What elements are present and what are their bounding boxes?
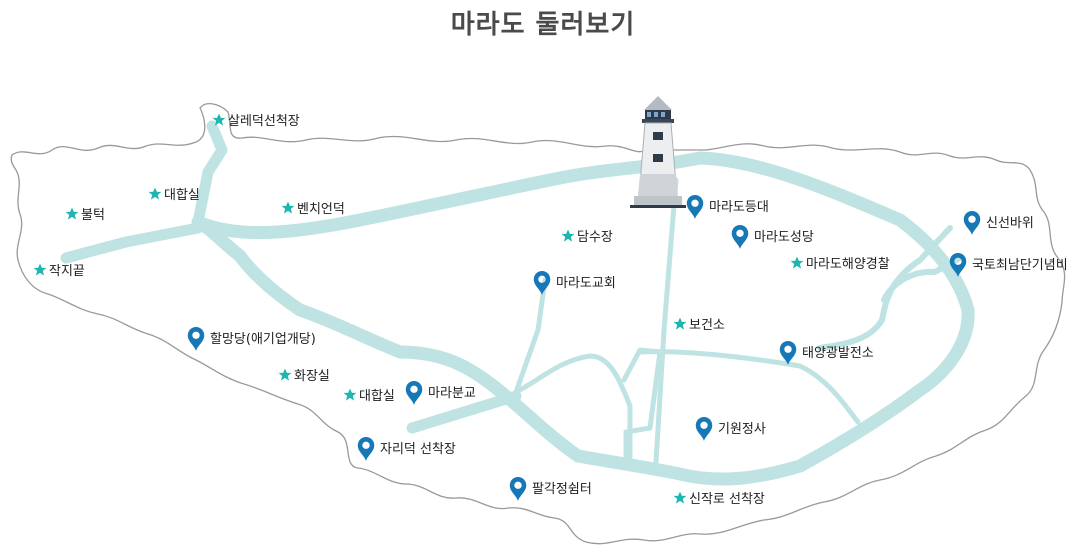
place-label: 살레덕선척장	[228, 114, 300, 129]
place-4[interactable]: 작지끝	[33, 263, 85, 279]
road-church	[513, 277, 548, 395]
place-12[interactable]: 마라도성당	[731, 225, 814, 249]
place-label: 마라분교	[428, 386, 476, 401]
place-18[interactable]: 마라분교	[405, 381, 476, 405]
place-label: 신선바위	[986, 216, 1034, 231]
place-label: 벤치언덕	[297, 202, 345, 217]
map-title: 마라도 둘러보기	[450, 10, 636, 40]
place-7[interactable]: 보건소	[673, 317, 725, 333]
road-small-loop	[621, 347, 663, 463]
road-east-branch2	[881, 255, 963, 303]
place-11[interactable]: 마라도등대	[686, 195, 769, 219]
place-5[interactable]: 담수장	[561, 229, 613, 245]
place-2[interactable]: 불턱	[65, 207, 105, 223]
place-0[interactable]: 살레덕선척장	[212, 113, 300, 129]
place-9[interactable]: 대합실	[343, 388, 395, 404]
road-east-branch1	[817, 225, 953, 351]
place-label: 자리덕 선착장	[380, 442, 456, 457]
place-1[interactable]: 대합실	[148, 187, 200, 203]
road-north-spur	[192, 120, 228, 228]
place-label: 기원정사	[718, 422, 766, 437]
road-mid-loop	[513, 353, 633, 463]
place-19[interactable]: 기원정사	[695, 417, 766, 441]
place-label: 마라도성당	[754, 230, 814, 245]
place-label: 할망당(애기업개당)	[210, 332, 316, 347]
place-label: 대합실	[359, 389, 395, 404]
place-label: 보건소	[689, 318, 725, 333]
place-label: 태양광발전소	[802, 346, 874, 361]
place-label: 팔각정쉼터	[532, 482, 592, 497]
place-label: 국토최남단기념비	[972, 258, 1068, 273]
road-main-north	[191, 151, 975, 486]
road-mid-east	[637, 349, 861, 425]
place-label: 작지끝	[49, 264, 85, 279]
place-15[interactable]: 마라도교회	[533, 271, 616, 295]
place-17[interactable]: 태양광발전소	[779, 341, 874, 365]
place-3[interactable]: 벤치언덕	[281, 201, 345, 217]
place-16[interactable]: 할망당(애기업개당)	[187, 327, 316, 351]
place-label: 신작로 선착장	[689, 492, 765, 507]
place-21[interactable]: 팔각정쉼터	[509, 477, 592, 501]
place-20[interactable]: 자리덕 선착장	[357, 437, 456, 461]
place-label: 담수장	[577, 230, 613, 245]
roads	[60, 120, 975, 486]
place-label: 마라도해양경찰	[806, 257, 890, 272]
place-label: 마라도등대	[709, 200, 769, 215]
place-label: 불턱	[81, 208, 105, 223]
road-center-north	[653, 177, 679, 465]
place-label: 마라도교회	[556, 276, 616, 291]
road-west	[60, 222, 204, 264]
place-label: 화장실	[294, 369, 330, 384]
place-13[interactable]: 신선바위	[963, 211, 1034, 235]
place-10[interactable]: 신작로 선착장	[673, 491, 765, 507]
place-8[interactable]: 화장실	[278, 368, 330, 384]
place-label: 대합실	[164, 188, 200, 203]
lighthouse-icon	[630, 96, 686, 208]
road-school	[406, 390, 522, 434]
place-6[interactable]: 마라도해양경찰	[790, 256, 890, 272]
place-14[interactable]: 국토최남단기념비	[949, 253, 1068, 277]
